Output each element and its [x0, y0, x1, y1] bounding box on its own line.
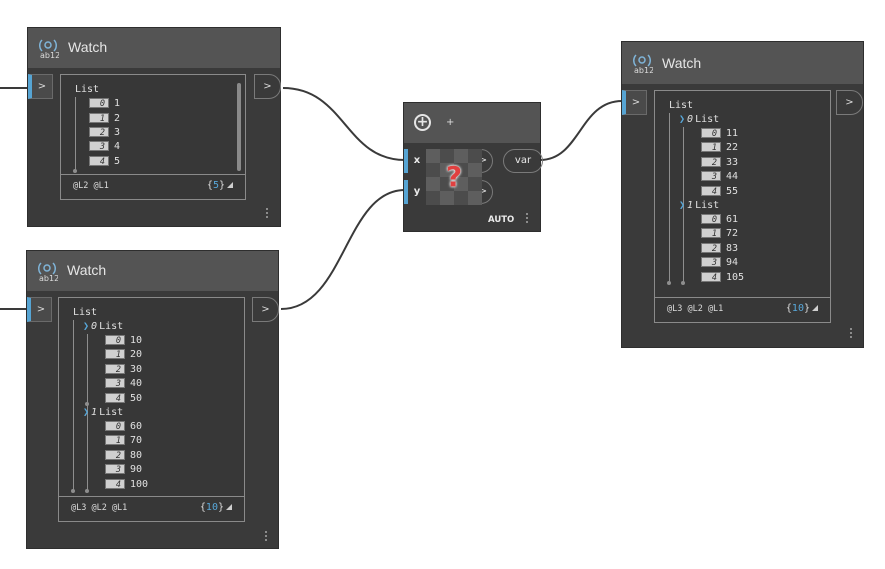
wire-b-to-y — [280, 189, 406, 310]
list-root: List — [73, 307, 98, 318]
item-count[interactable]: {10} — [200, 502, 232, 513]
node-header[interactable]: ab12 Watch — [27, 251, 278, 291]
wire-a-to-x — [282, 87, 406, 161]
list-root: List — [75, 84, 100, 95]
list-levels: @L3 @L2 @L1 — [667, 304, 724, 314]
output-port[interactable]: > — [252, 297, 279, 322]
code-block-node[interactable]: + + x > y > ? var AUTO — [404, 103, 543, 231]
resize-grip-icon[interactable] — [227, 182, 233, 188]
input-port[interactable]: > — [27, 297, 52, 322]
resize-grip-icon[interactable] — [812, 305, 818, 311]
chevron-right-icon[interactable]: ❯ — [679, 200, 686, 211]
chevron-right-icon[interactable]: ❯ — [83, 321, 90, 332]
input-port-y[interactable]: y — [404, 180, 426, 204]
watch-node-icon: ab12 — [39, 39, 59, 59]
node-menu-icon[interactable] — [526, 213, 529, 225]
output-port[interactable]: > — [836, 90, 863, 115]
preview-thumbnail — [426, 149, 482, 205]
watch-node-icon: ab12 — [38, 262, 58, 282]
add-input-label[interactable]: + — [446, 117, 455, 128]
node-menu-icon[interactable] — [265, 531, 268, 543]
input-port-x[interactable]: x — [404, 149, 426, 173]
watch-footer: @L2 @L1 {5} — [61, 174, 245, 199]
node-header[interactable]: ab12 Watch — [622, 42, 863, 84]
chevron-right-icon[interactable]: ❯ — [679, 114, 686, 125]
svg-text:ab12: ab12 — [39, 274, 58, 282]
add-input-button[interactable]: + — [414, 114, 431, 131]
watch-footer: @L3 @L2 @L1 {10} — [655, 297, 830, 322]
list-levels: @L2 @L1 — [73, 181, 109, 191]
watch-footer: @L3 @L2 @L1 {10} — [59, 496, 244, 521]
item-count[interactable]: {10} — [786, 303, 818, 314]
input-port[interactable]: > — [28, 74, 53, 99]
question-mark-icon: ? — [445, 160, 463, 193]
watch-node-icon: ab12 — [633, 54, 653, 74]
node-title: Watch — [67, 262, 107, 278]
list-levels: @L3 @L2 @L1 — [71, 503, 128, 513]
svg-text:ab12: ab12 — [40, 51, 59, 59]
node-menu-icon[interactable] — [850, 328, 853, 340]
resize-grip-icon[interactable] — [226, 504, 232, 510]
svg-text:ab12: ab12 — [634, 66, 653, 74]
wire-var-to-c — [539, 100, 623, 161]
node-title: Watch — [68, 39, 108, 55]
node-menu-icon[interactable] — [266, 208, 269, 220]
node-header[interactable]: + + — [404, 103, 540, 143]
output-port[interactable]: > — [254, 74, 281, 99]
output-port-var[interactable]: var — [503, 149, 543, 173]
node-title: Watch — [662, 55, 702, 71]
item-count[interactable]: {5} — [207, 180, 233, 191]
node-header[interactable]: ab12 Watch — [28, 28, 280, 68]
chevron-right-icon[interactable]: ❯ — [83, 407, 90, 418]
lacing-label[interactable]: AUTO — [488, 215, 515, 225]
scrollbar[interactable] — [237, 83, 241, 171]
input-port[interactable]: > — [622, 90, 647, 115]
list-root: List — [669, 100, 694, 111]
